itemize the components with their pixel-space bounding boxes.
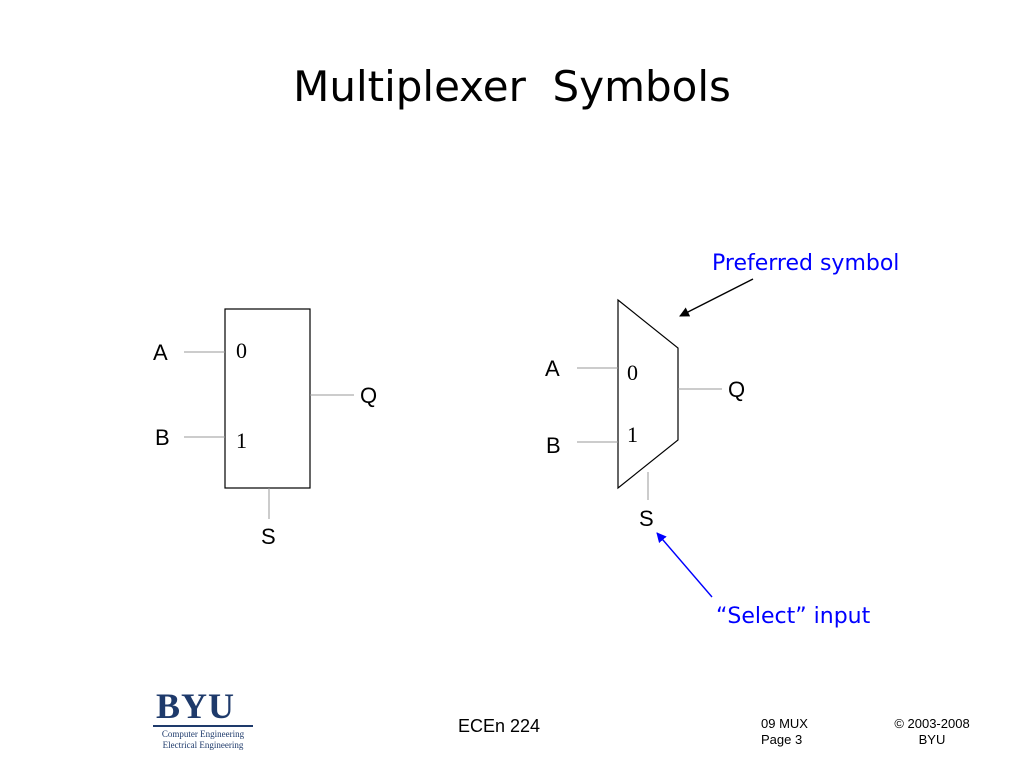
right-mux-label-s: S — [639, 506, 654, 531]
left-mux-body — [224, 308, 311, 489]
slide-title: Multiplexer Symbols — [293, 62, 731, 111]
org-label: BYU — [918, 732, 946, 747]
preferred-symbol-arrow — [679, 278, 754, 317]
right-mux: A B 0 1 Q S — [545, 298, 745, 531]
byu-logo-line-2: Electrical Engineering — [162, 740, 244, 750]
lecture-info: 09 MUX Page 3 — [761, 716, 808, 748]
annotations: Preferred symbol “Select” input — [656, 251, 899, 629]
right-mux-body — [617, 298, 679, 490]
left-mux: A B 0 1 Q S — [153, 308, 377, 549]
copyright-label: © 2003-2008 — [894, 716, 970, 731]
copyright-info: © 2003-2008 BYU — [890, 716, 974, 748]
right-mux-index-0: 0 — [627, 360, 638, 385]
right-mux-label-a: A — [545, 356, 560, 381]
select-input-label: “Select” input — [716, 604, 871, 629]
right-mux-index-1: 1 — [627, 422, 638, 447]
page-label: Page 3 — [761, 732, 803, 747]
right-mux-label-q: Q — [728, 377, 745, 402]
byu-logo: BYU Computer Engineering Electrical Engi… — [153, 686, 257, 751]
course-name: ECEn 224 — [458, 716, 541, 736]
left-mux-label-q: Q — [360, 383, 377, 408]
byu-logo-line-1: Computer Engineering — [161, 729, 245, 739]
preferred-symbol-label: Preferred symbol — [712, 251, 899, 276]
byu-logo-rule — [153, 725, 253, 727]
lecture-label: 09 MUX — [761, 716, 808, 731]
left-mux-label-b: B — [155, 425, 170, 450]
left-mux-index-0: 0 — [236, 338, 247, 363]
right-mux-label-b: B — [546, 433, 561, 458]
left-mux-index-1: 1 — [236, 428, 247, 453]
left-mux-label-a: A — [153, 340, 168, 365]
left-mux-label-s: S — [261, 524, 276, 549]
select-input-arrow — [656, 532, 713, 598]
byu-logo-word: BYU — [156, 686, 236, 726]
